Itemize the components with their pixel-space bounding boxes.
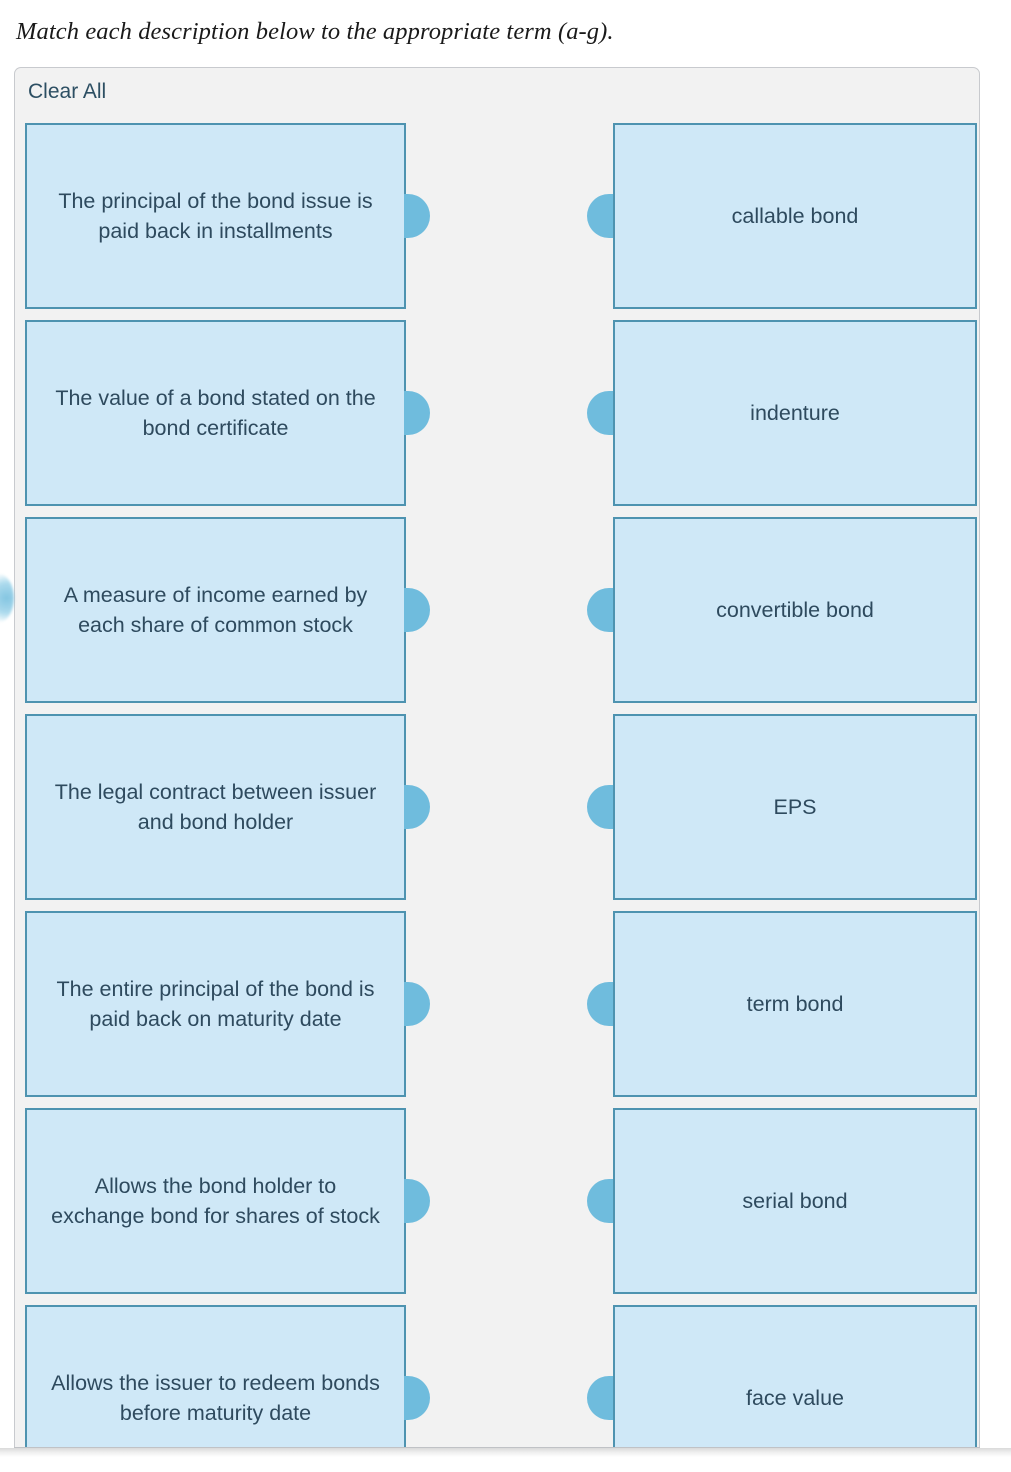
connector-knob-left-icon[interactable] [404,982,430,1026]
description-card[interactable]: The principal of the bond issue is paid … [25,123,406,309]
connector-knob-left-icon[interactable] [404,194,430,238]
description-card[interactable]: A measure of income earned by each share… [25,517,406,703]
term-card[interactable]: callable bond [613,123,977,309]
connector-knob-right-icon[interactable] [587,1179,613,1223]
panel-bottom-shadow [0,1448,1011,1457]
description-text: The entire principal of the bond is paid… [56,976,375,1032]
term-text: callable bond [731,203,859,228]
connector-knob-left-icon[interactable] [404,785,430,829]
connector-knob-left-icon[interactable] [404,1376,430,1420]
term-text: term bond [746,991,844,1016]
matching-exercise-panel: Clear All The principal of the bond issu… [14,67,980,1448]
term-text: serial bond [742,1188,848,1213]
connector-knob-left-icon[interactable] [404,391,430,435]
term-card[interactable]: serial bond [613,1108,977,1294]
description-text: The principal of the bond issue is paid … [58,188,373,244]
page-title: Match each description below to the appr… [16,18,614,45]
term-text: face value [745,1385,844,1410]
connector-knob-left-icon[interactable] [404,588,430,632]
description-text: Allows the bond holder to exchange bond … [51,1173,380,1229]
description-card[interactable]: The legal contract between issuer and bo… [25,714,406,900]
matching-row: The legal contract between issuer and bo… [15,714,979,900]
matching-row: Allows the issuer to redeem bonds before… [15,1305,979,1448]
description-text: A measure of income earned by each share… [63,582,368,638]
matching-row: The value of a bond stated on the bond c… [15,320,979,506]
term-card[interactable]: indenture [613,320,977,506]
term-card[interactable]: convertible bond [613,517,977,703]
description-card[interactable]: Allows the bond holder to exchange bond … [25,1108,406,1294]
connector-knob-right-icon[interactable] [587,785,613,829]
description-text: The legal contract between issuer and bo… [54,779,377,835]
term-card[interactable]: EPS [613,714,977,900]
matching-row: A measure of income earned by each share… [15,517,979,703]
description-text: The value of a bond stated on the bond c… [55,385,376,441]
description-text: Allows the issuer to redeem bonds before… [51,1370,380,1426]
connector-knob-left-icon[interactable] [404,1179,430,1223]
description-card[interactable]: Allows the issuer to redeem bonds before… [25,1305,406,1448]
term-text: convertible bond [716,597,874,622]
matching-row: Allows the bond holder to exchange bond … [15,1108,979,1294]
connector-knob-right-icon[interactable] [587,588,613,632]
description-card[interactable]: The value of a bond stated on the bond c… [25,320,406,506]
partial-drag-handle-icon [0,574,14,622]
connector-knob-right-icon[interactable] [587,194,613,238]
term-text: indenture [750,400,840,425]
term-text: EPS [773,794,817,819]
term-card[interactable]: term bond [613,911,977,1097]
clear-all-button[interactable]: Clear All [28,80,107,103]
description-card[interactable]: The entire principal of the bond is paid… [25,911,406,1097]
connector-knob-right-icon[interactable] [587,1376,613,1420]
term-card[interactable]: face value [613,1305,977,1448]
matching-row: The principal of the bond issue is paid … [15,123,979,309]
matching-rows-container: The principal of the bond issue is paid … [15,123,979,1448]
connector-knob-right-icon[interactable] [587,982,613,1026]
matching-row: The entire principal of the bond is paid… [15,911,979,1097]
connector-knob-right-icon[interactable] [587,391,613,435]
